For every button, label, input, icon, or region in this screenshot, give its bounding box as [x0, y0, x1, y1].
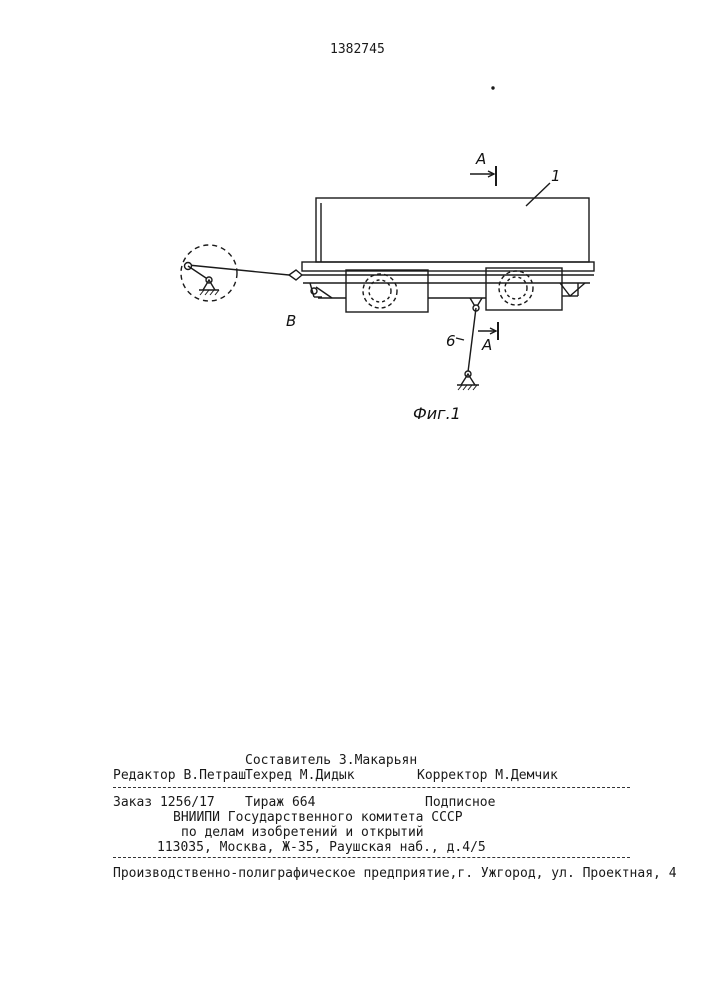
section-label-bottom: A [482, 336, 492, 354]
circulation-line: Тираж 664 [245, 795, 315, 810]
body-box [316, 198, 589, 262]
figure-caption: Фиг.1 [413, 404, 461, 423]
technical-drawing [0, 0, 707, 430]
crank-circle [181, 245, 237, 301]
org-line-2: по делам изобретений и открытий [181, 825, 424, 840]
corrector-line: Корректор М.Демчик [417, 768, 558, 783]
divider-1 [113, 787, 630, 788]
compiler-line: Составитель З.Макарьян [245, 753, 417, 768]
wheel-housing-left [346, 270, 428, 312]
section-label-top: A [476, 150, 486, 168]
order-line: Заказ 1256/17 [113, 795, 215, 810]
divider-2 [113, 857, 630, 858]
org-line-1: ВНИИПИ Государственного комитета СССР [173, 810, 463, 825]
point-label-b: B [286, 312, 296, 330]
techred-line: Техред М.Дидык [245, 768, 355, 783]
part-label-1: 1 [551, 167, 561, 185]
address-line: 113035, Москва, Ж-35, Раушская наб., д.4… [157, 840, 486, 855]
printer-line: Производственно-полиграфическое предприя… [113, 866, 677, 881]
subscription-line: Подписное [425, 795, 495, 810]
part-label-6: 6 [446, 332, 456, 350]
wheel-left [363, 274, 397, 308]
editor-line: Редактор В.Петраш [113, 768, 246, 783]
wheel-right [499, 271, 533, 305]
